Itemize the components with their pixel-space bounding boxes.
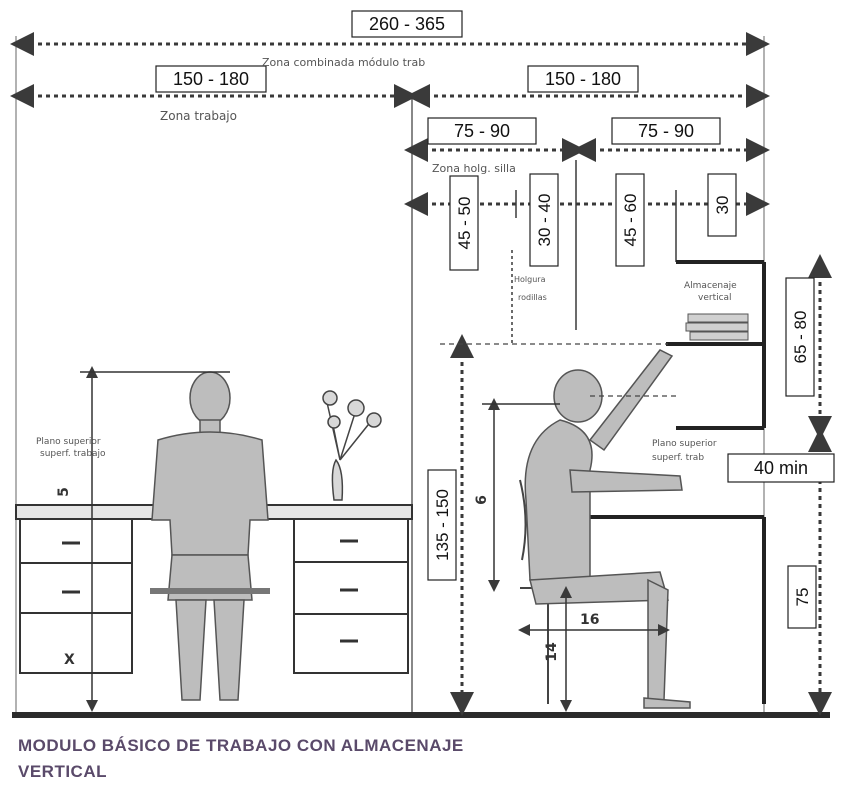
label-seg-d: 30: [707, 173, 737, 237]
svg-text:75 - 90: 75 - 90: [638, 121, 694, 141]
label-plane-right-2: superf. trab: [652, 453, 704, 463]
mark-eye: 6: [474, 495, 490, 505]
svg-text:75 - 90: 75 - 90: [454, 121, 510, 141]
chair-seat-front: [150, 588, 270, 594]
svg-text:150 - 180: 150 - 180: [173, 69, 249, 89]
label-seg-b: 30 - 40: [529, 173, 559, 267]
label-desk-height: 75: [787, 565, 817, 629]
label-plane-right-1: Plano superior: [652, 439, 717, 449]
label-shelf-height: 65 - 80: [785, 277, 815, 397]
label-left-zone: 150 - 180: [155, 65, 267, 93]
mark-left: 5: [56, 487, 72, 497]
label-leg-clearance: 75 - 90: [427, 117, 537, 145]
label-storage-reach: 75 - 90: [611, 117, 721, 145]
drawer-handles: [62, 539, 358, 643]
svg-text:45 - 60: 45 - 60: [621, 194, 640, 247]
label-clearance-2: rodillas: [518, 293, 547, 302]
label-seg-c: 45 - 60: [615, 173, 645, 267]
side-view-desk: [578, 515, 766, 704]
label-leg-zone: Zona holg. silla: [432, 162, 516, 175]
svg-text:135 - 150: 135 - 150: [433, 489, 452, 561]
label-total-width: 260 - 365: [351, 10, 463, 38]
seated-figure-side: [524, 349, 691, 709]
vase-with-flowers: [322, 390, 382, 501]
svg-text:260 - 365: 260 - 365: [369, 14, 445, 34]
books: [685, 313, 749, 341]
seated-figure-back: [151, 371, 269, 701]
floor-line: [12, 712, 830, 718]
label-storage-1: Almacenaje: [684, 281, 737, 291]
label-work-zone: Zona trabajo: [160, 109, 237, 123]
caption-line-2: VERTICAL: [18, 762, 107, 781]
mark-seat-depth: 16: [580, 612, 599, 628]
label-seg-a: 45 - 50: [449, 175, 479, 271]
label-right-zone: 150 - 180: [527, 65, 639, 93]
svg-text:30 - 40: 30 - 40: [535, 194, 554, 247]
label-plane-left-1: Plano superior: [36, 437, 101, 447]
mark-seat-height: 14: [544, 642, 560, 662]
label-plane-left-2: superf. trabajo: [40, 449, 106, 459]
vertical-storage-shelf: [666, 260, 766, 430]
caption-line-1: MODULO BÁSICO DE TRABAJO CON ALMACENAJE: [18, 736, 464, 755]
svg-text:40 min: 40 min: [754, 458, 808, 478]
svg-text:75: 75: [793, 588, 812, 607]
label-clearance-1: Holgura: [514, 275, 546, 284]
label-storage-2: vertical: [698, 293, 732, 303]
label-desk-clearance: 40 min: [727, 453, 835, 483]
svg-text:150 - 180: 150 - 180: [545, 69, 621, 89]
svg-text:65 - 80: 65 - 80: [791, 311, 810, 364]
mark-left-low: X: [64, 652, 75, 668]
label-combined-zone: Zona combinada módulo trab: [262, 56, 425, 69]
svg-text:30: 30: [713, 196, 732, 215]
svg-text:45 - 50: 45 - 50: [455, 197, 474, 250]
label-eye-height: 135 - 150: [427, 469, 457, 581]
